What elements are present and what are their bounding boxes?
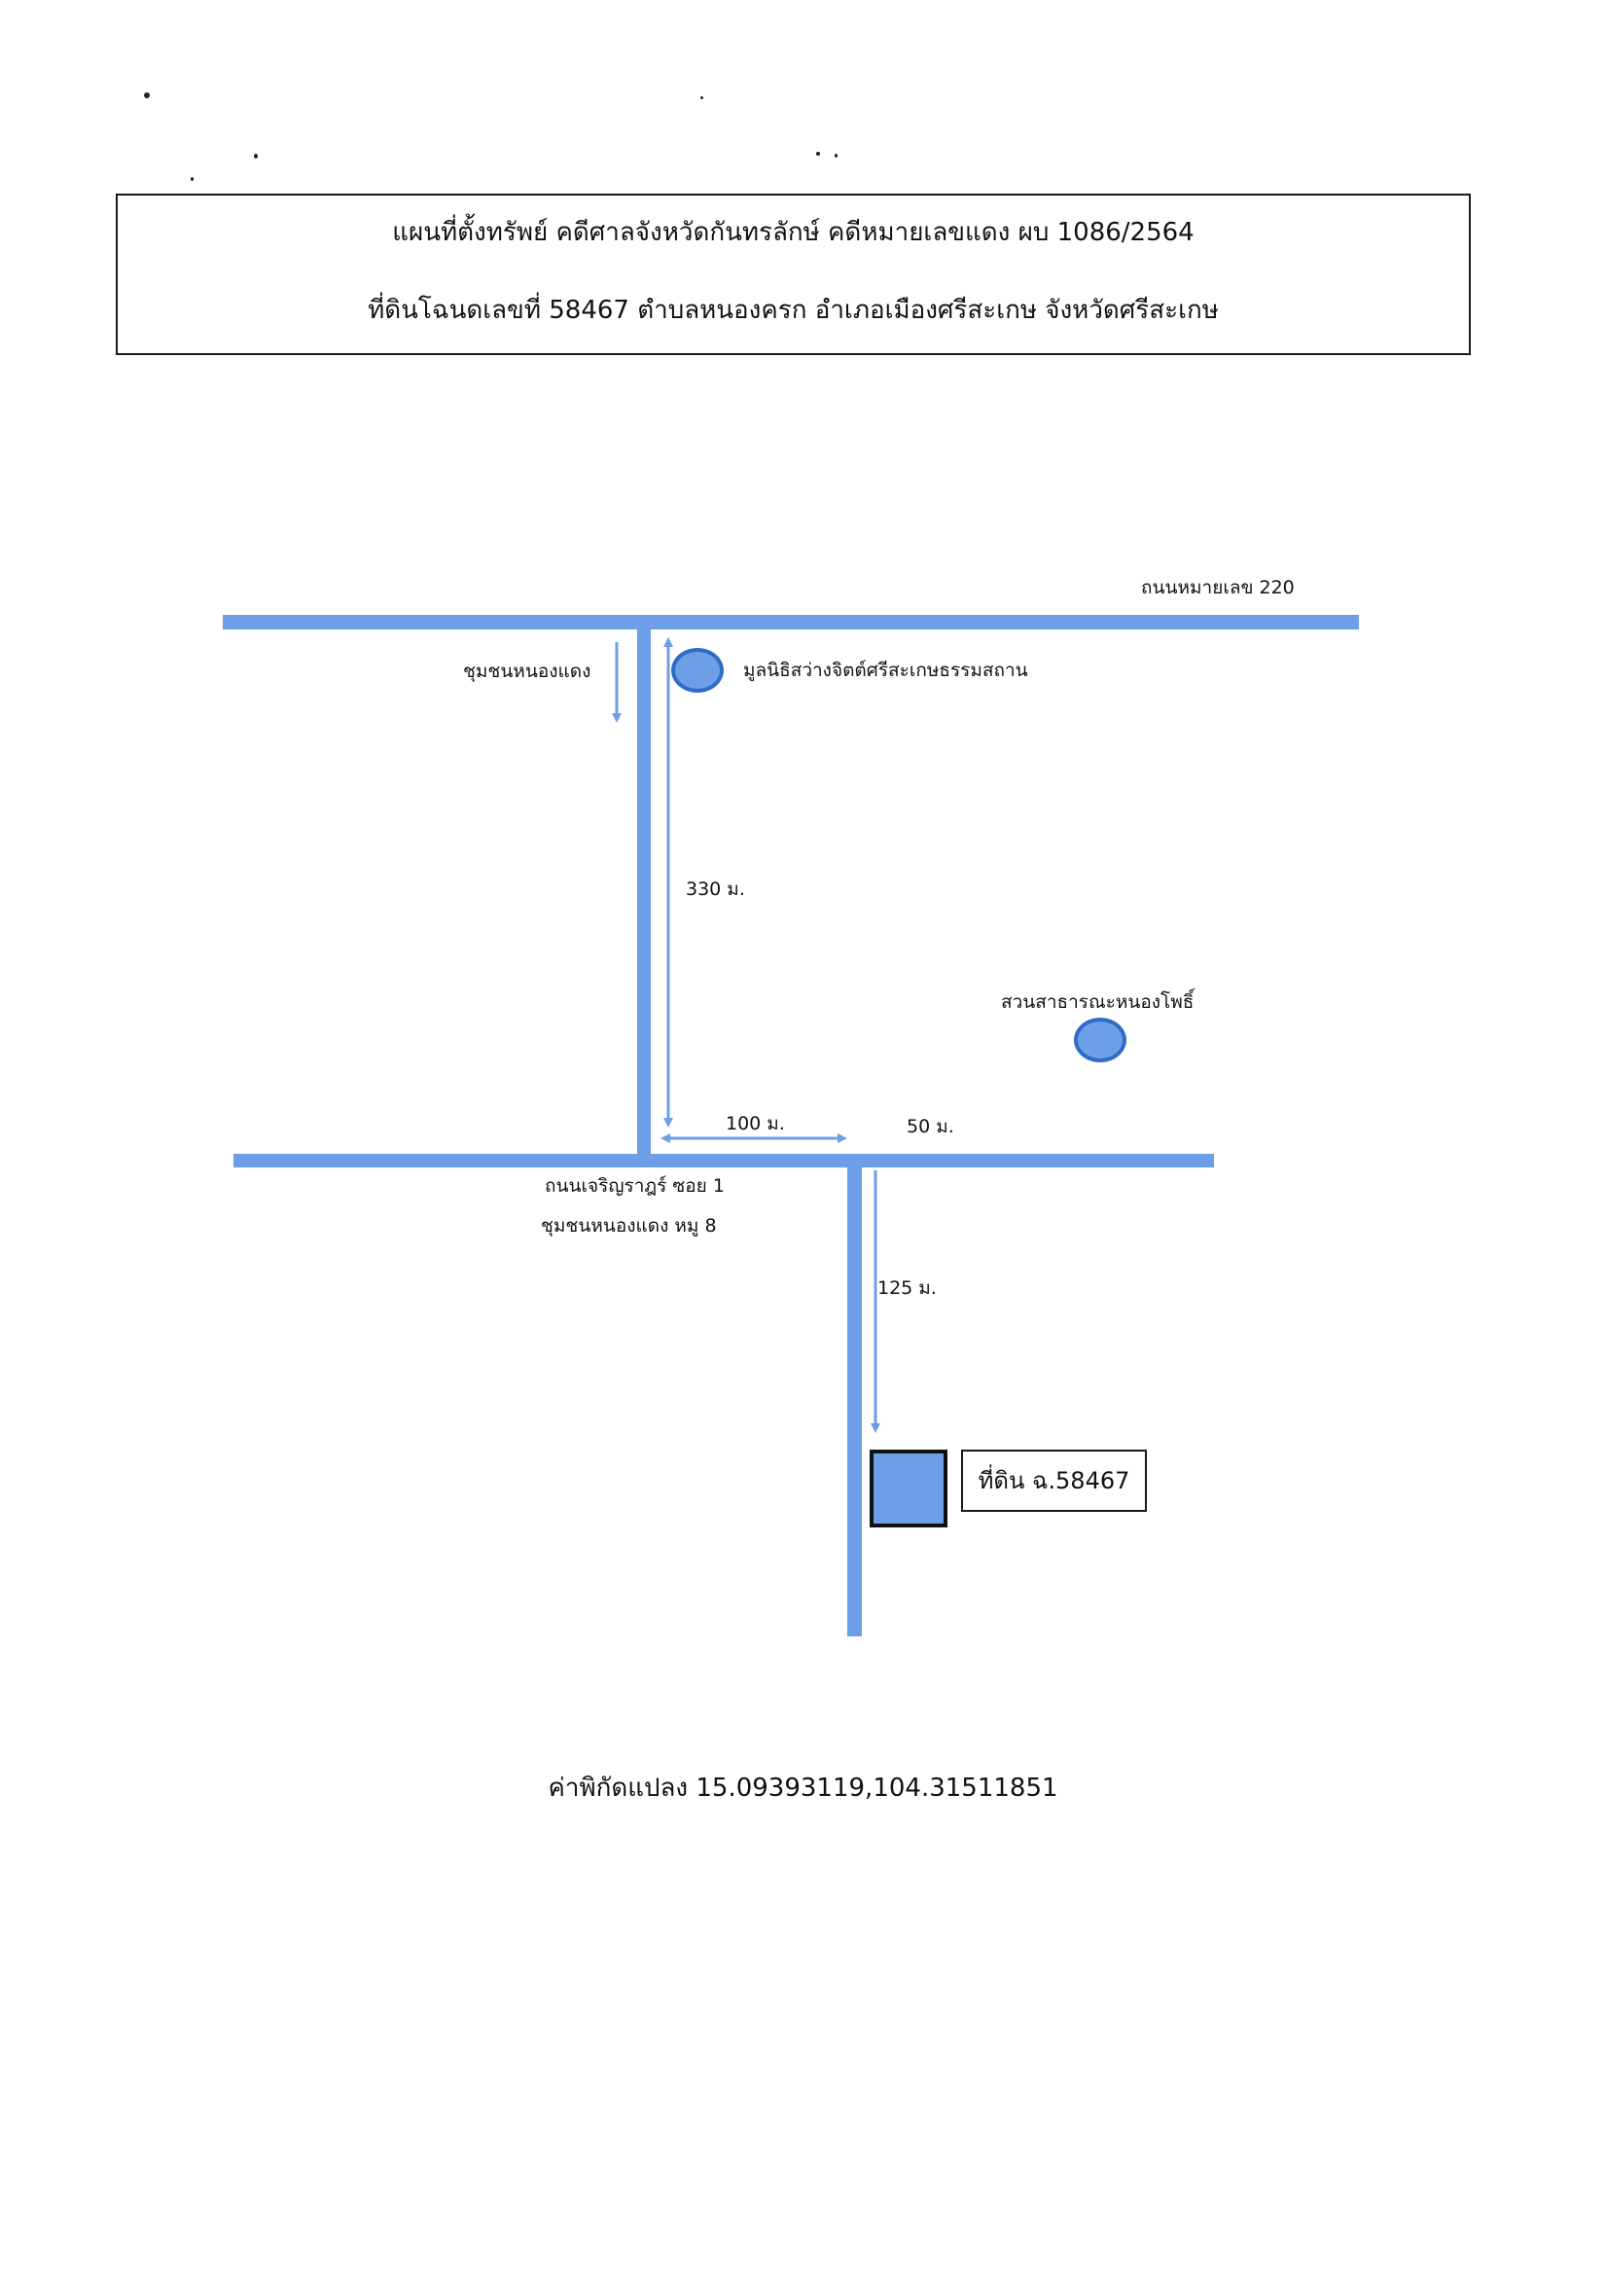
scan-speck (835, 154, 838, 158)
scan-speck (144, 92, 150, 98)
park-marker (1074, 1018, 1126, 1062)
park-label: สวนสาธารณะหนองโพธิ์ (1001, 991, 1195, 1013)
distance-125-label: 125 ม. (877, 1277, 937, 1299)
distance-50-label: 50 ม. (907, 1116, 954, 1137)
map-title-box: แผนที่ตั้งทรัพย์ คดีศาลจังหวัดกันทรลักษ์… (116, 194, 1471, 355)
scan-speck (254, 154, 258, 159)
map-title-line-1: แผนที่ตั้งทรัพย์ คดีศาลจังหวัดกันทรลักษ์… (392, 218, 1195, 247)
foundation-marker (671, 648, 724, 693)
soi-1-road (233, 1154, 1214, 1167)
soi-1-label: ถนนเจริญราฎร์ ซอย 1 (545, 1175, 725, 1197)
highway-220-label: ถนนหมายเลข 220 (1141, 577, 1295, 598)
distance-330-label: 330 ม. (686, 879, 745, 900)
land-parcel-marker (870, 1450, 947, 1527)
scan-speck (816, 152, 820, 156)
parcel-coordinates: ค่าพิกัดแปลง 15.09393119,104.31511851 (548, 1774, 1058, 1803)
scan-speck (700, 96, 703, 99)
highway-220-road (223, 615, 1359, 629)
community-label: ชุมชนหนองแดง (463, 661, 591, 682)
soi-1-sublabel: ชุมชนหนองแดง หมู 8 (541, 1215, 717, 1237)
foundation-label: มูลนิธิสว่างจิตต์ศรีสะเกษธรรมสถาน (743, 660, 1028, 681)
distance-100-label: 100 ม. (726, 1113, 785, 1134)
map-title-line-2: ที่ดินโฉนดเลขที่ 58467 ตำบลหนองครก อำเภอ… (368, 296, 1219, 325)
vertical-road-south (847, 1167, 862, 1636)
vertical-road-north (637, 629, 651, 1161)
scan-speck (191, 177, 194, 181)
land-parcel-label: ที่ดิน ฉ.58467 (961, 1450, 1147, 1512)
